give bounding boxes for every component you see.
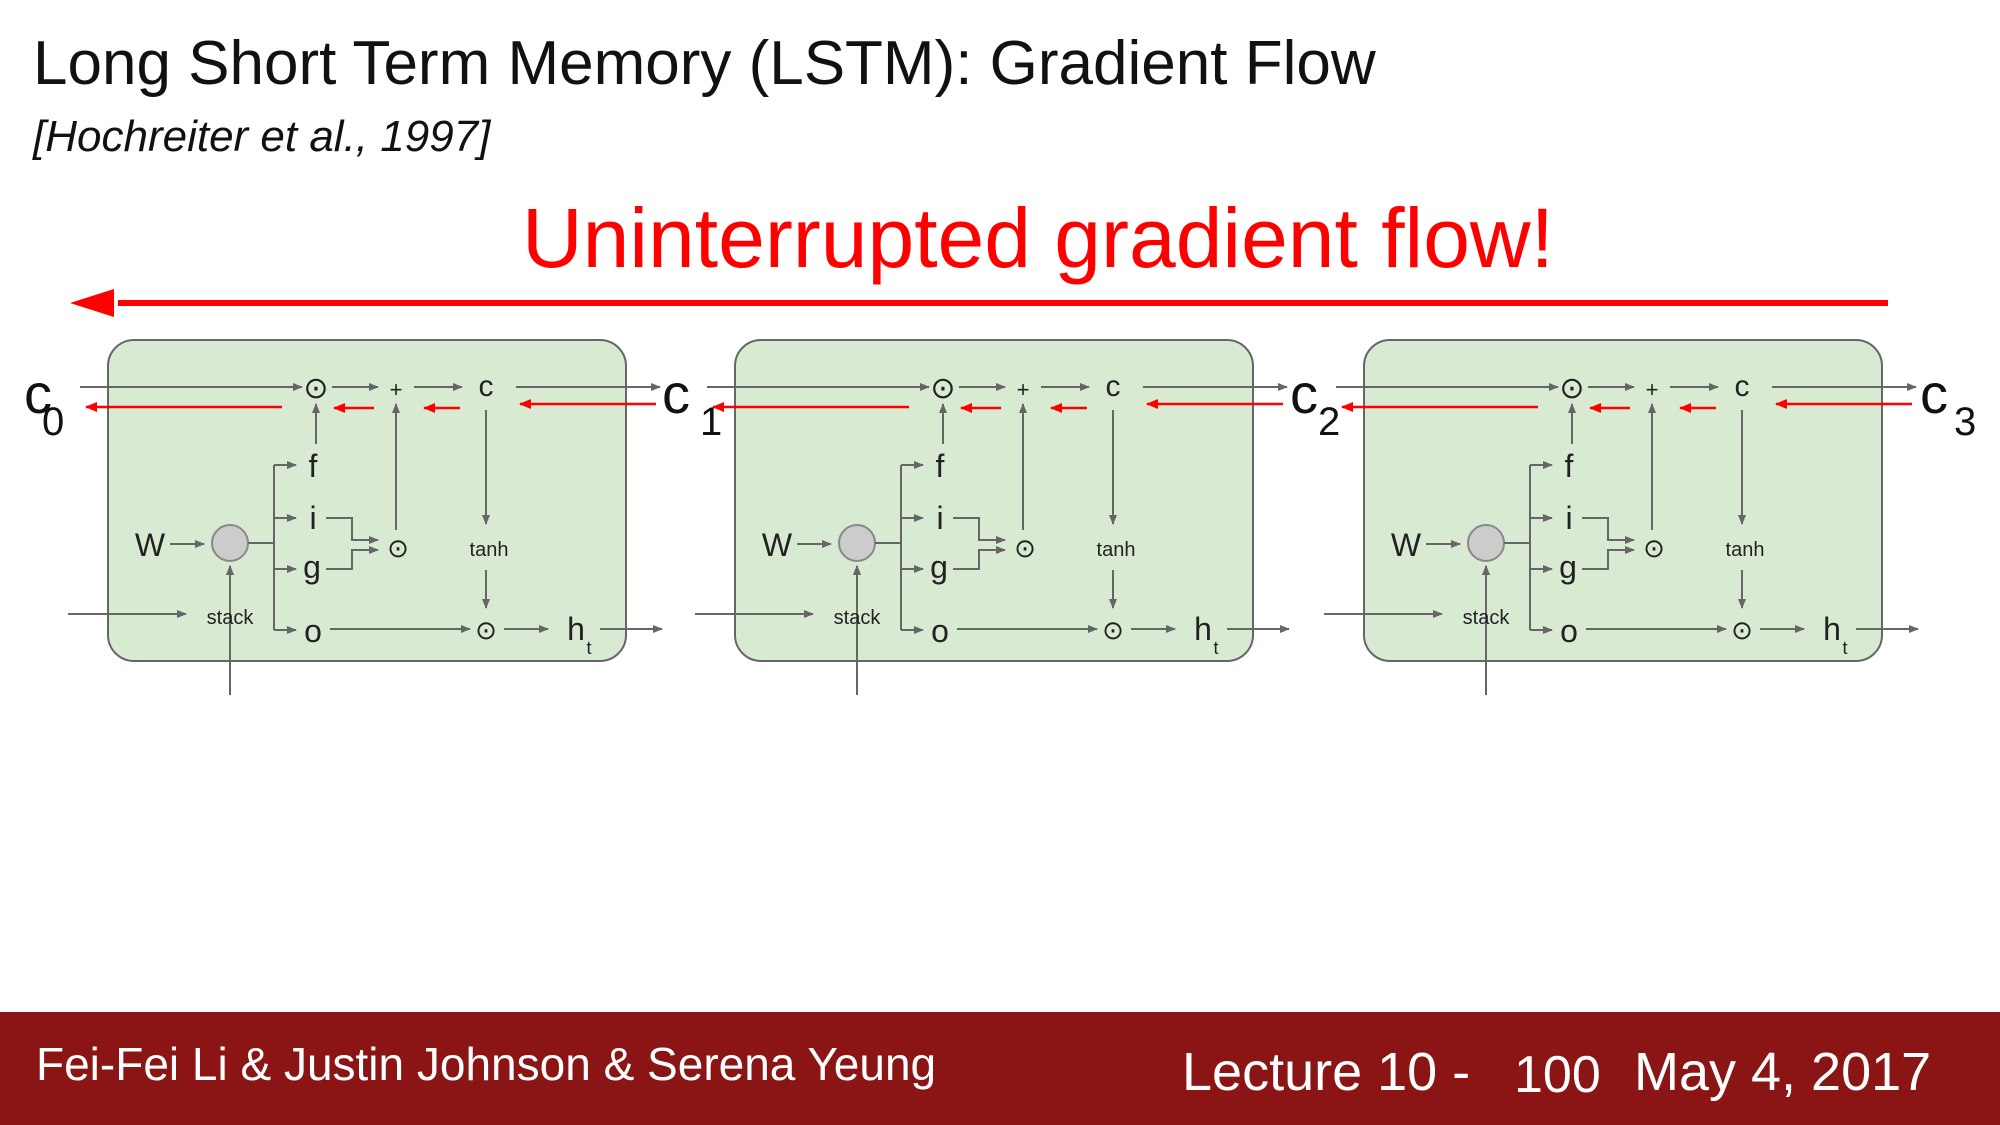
gate-g-label: g xyxy=(1559,549,1577,585)
output-multiply-node: ⊙ xyxy=(1102,615,1124,645)
forget-multiply-node: ⊙ xyxy=(303,372,328,405)
footer-authors: Fei-Fei Li & Justin Johnson & Serena Yeu… xyxy=(36,1038,937,1090)
connector-arrow xyxy=(326,517,379,544)
stack-node xyxy=(211,524,249,562)
add-node: + xyxy=(1017,377,1030,402)
gate-i-label: i xyxy=(1565,500,1572,536)
cell-state-c3-label: c xyxy=(1920,362,1948,425)
connector-arrow xyxy=(1582,517,1635,544)
input-multiply-node: ⊙ xyxy=(1014,533,1036,563)
output-multiply-node: ⊙ xyxy=(475,615,497,645)
lstm-cell-box xyxy=(1363,339,1883,662)
gate-i-label: i xyxy=(309,500,316,536)
gate-o-label: o xyxy=(304,613,322,649)
connector-arrow xyxy=(953,517,1006,544)
footer-bar: Fei-Fei Li & Justin Johnson & Serena Yeu… xyxy=(0,1012,2000,1125)
cell-state-c0-subscript: 0 xyxy=(42,400,64,444)
hidden-state-label: h xyxy=(567,611,585,647)
slide-title: Long Short Term Memory (LSTM): Gradient … xyxy=(33,29,1376,98)
cell-state-c1-label: c xyxy=(662,362,690,425)
gradient-flow-headline: Uninterrupted gradient flow! xyxy=(522,191,1554,285)
add-node: + xyxy=(1646,377,1659,402)
stack-node xyxy=(838,524,876,562)
hidden-state-label: h xyxy=(1194,611,1212,647)
hidden-state-label: h xyxy=(1823,611,1841,647)
connector-arrow xyxy=(953,546,1006,570)
gate-o-label: o xyxy=(1560,613,1578,649)
connector-arrow xyxy=(326,546,379,570)
forget-multiply-node: ⊙ xyxy=(930,372,955,405)
connector-arrow xyxy=(1582,546,1635,570)
stack-label: stack xyxy=(207,607,255,629)
footer-lecture: Lecture 10 - xyxy=(1182,1042,1471,1102)
stack-label: stack xyxy=(834,607,882,629)
lstm-cell-box xyxy=(734,339,1254,662)
tanh-label: tanh xyxy=(1097,539,1136,561)
hidden-state-subscript: t xyxy=(586,638,591,658)
cell-state-c0-label: c xyxy=(24,362,52,425)
footer-slide-number: 100 xyxy=(1514,1046,1601,1104)
weight-label: W xyxy=(135,527,166,563)
cell-state-c3-subscript: 3 xyxy=(1954,400,1976,444)
cell-state-label: c xyxy=(1735,370,1750,403)
tanh-label: tanh xyxy=(470,539,509,561)
input-multiply-node: ⊙ xyxy=(1643,533,1665,563)
stack-node xyxy=(1467,524,1505,562)
tanh-label: tanh xyxy=(1726,539,1765,561)
weight-label: W xyxy=(762,527,793,563)
hidden-state-subscript: t xyxy=(1842,638,1847,658)
cell-state-label: c xyxy=(479,370,494,403)
citation: [Hochreiter et al., 1997] xyxy=(33,112,491,161)
add-node: + xyxy=(390,377,403,402)
cell-state-c2-label: c xyxy=(1290,362,1318,425)
gate-f-label: f xyxy=(936,448,945,484)
cell-state-c1-subscript: 1 xyxy=(700,400,722,444)
footer-date: May 4, 2017 xyxy=(1634,1042,1932,1102)
stack-label: stack xyxy=(1463,607,1511,629)
cell-state-label: c xyxy=(1106,370,1121,403)
forget-multiply-node: ⊙ xyxy=(1559,372,1584,405)
output-multiply-node: ⊙ xyxy=(1731,615,1753,645)
gate-f-label: f xyxy=(1565,448,1574,484)
lstm-cell-box xyxy=(107,339,627,662)
gate-g-label: g xyxy=(930,549,948,585)
weight-label: W xyxy=(1391,527,1422,563)
gate-o-label: o xyxy=(931,613,949,649)
gradient-flow-arrow xyxy=(70,289,1888,317)
hidden-state-subscript: t xyxy=(1213,638,1218,658)
cell-state-c2-subscript: 2 xyxy=(1318,400,1340,444)
input-multiply-node: ⊙ xyxy=(387,533,409,563)
gate-f-label: f xyxy=(309,448,318,484)
gate-i-label: i xyxy=(936,500,943,536)
gate-g-label: g xyxy=(303,549,321,585)
